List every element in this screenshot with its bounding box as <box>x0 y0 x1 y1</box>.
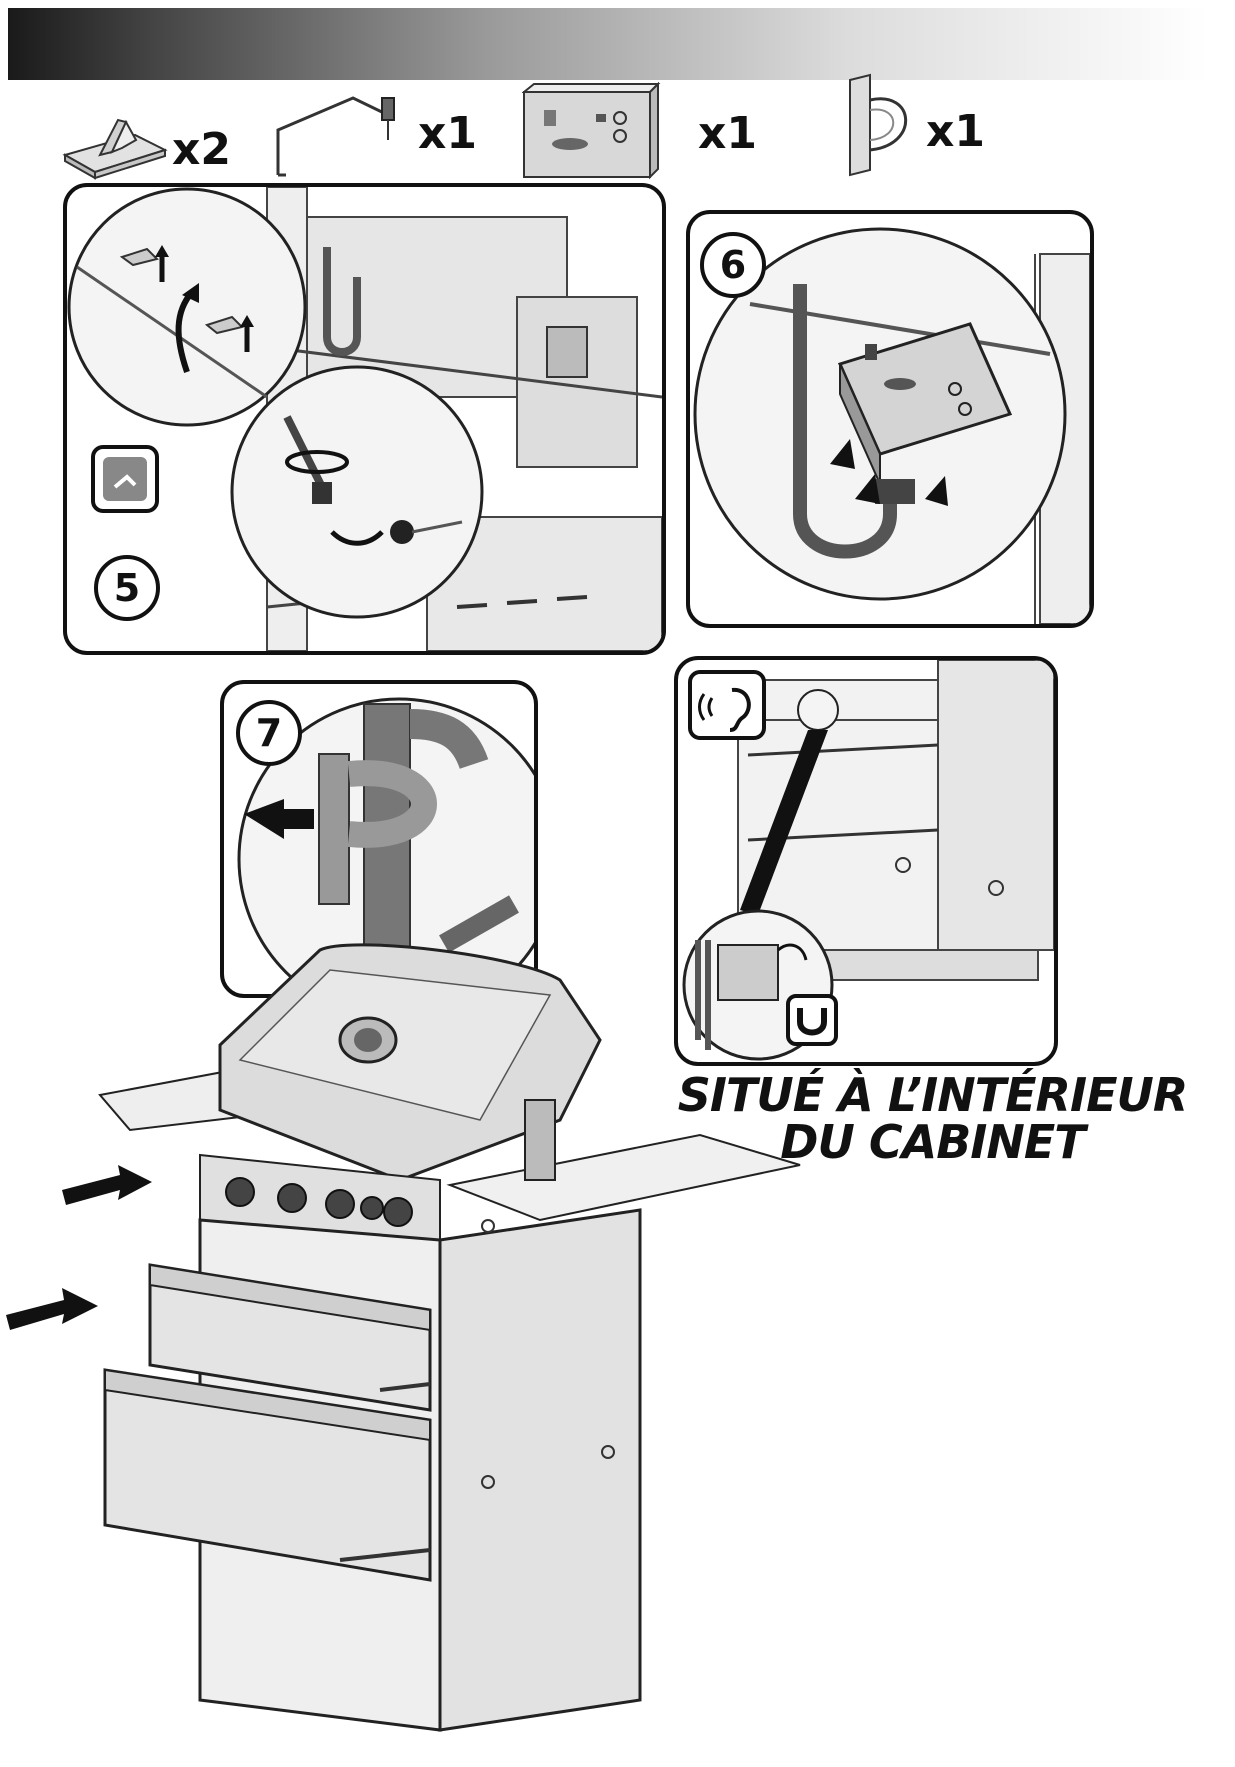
control-box-icon <box>522 82 661 180</box>
part-hose-clip <box>830 70 920 180</box>
part-bracket-clip <box>60 110 170 180</box>
ear-icon <box>690 672 764 738</box>
callout-line-2: DU CABINET <box>780 1114 1085 1169</box>
step-5-illustration <box>67 187 662 651</box>
part-wire-rod <box>268 90 448 190</box>
qty-control-box: x1 <box>698 108 757 159</box>
cabinet-interior-illustration <box>682 660 1054 1061</box>
grill-cabinet <box>0 920 820 1760</box>
step-number-6: 6 <box>700 232 766 298</box>
step-number-7: 7 <box>236 700 302 766</box>
callout-line-1: SITUÉ À L’INTÉRIEUR <box>677 1068 1189 1122</box>
qty-wire-rod: x1 <box>418 108 477 159</box>
qty-bracket-clip: x2 <box>172 124 231 175</box>
bracket-clip-icon <box>62 118 168 180</box>
step-5-panel <box>63 183 666 655</box>
hose-clip-icon <box>849 73 908 177</box>
grill-cabinet-illustration <box>6 943 801 1732</box>
part-control-box <box>522 82 662 182</box>
qty-hose-clip: x1 <box>926 106 985 157</box>
step-6-panel <box>686 210 1094 628</box>
wire-rod-icon <box>276 96 395 177</box>
step-number-5: 5 <box>94 555 160 621</box>
cabinet-interior-panel <box>674 656 1058 1066</box>
step-6-illustration <box>693 227 1090 624</box>
callout-text: SITUÉ À L’INTÉRIEUR DU CABINET <box>640 1072 1225 1166</box>
header-bar <box>8 8 1208 80</box>
